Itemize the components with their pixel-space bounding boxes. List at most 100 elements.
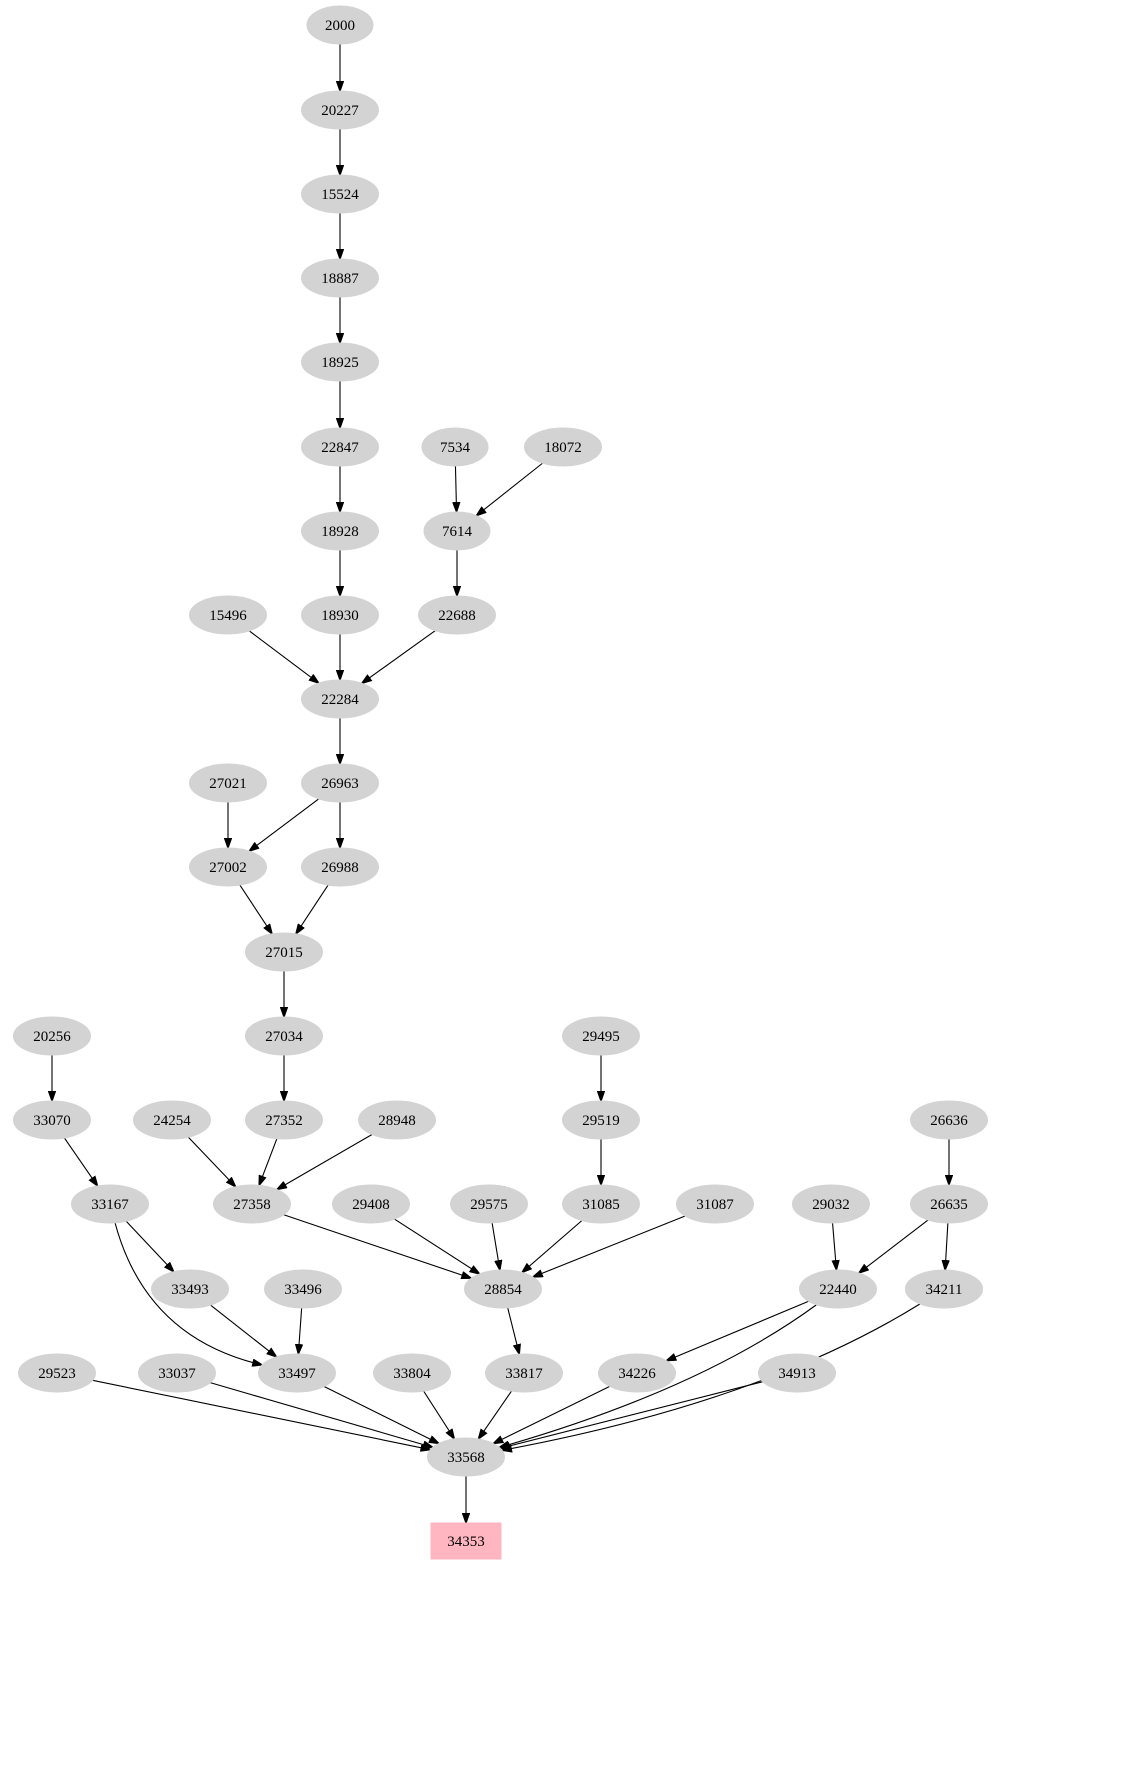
node-label: 22688: [438, 608, 476, 624]
graph-node-26963: 26963: [301, 763, 379, 803]
graph-node-33804: 33804: [373, 1353, 451, 1393]
node-label: 27358: [233, 1197, 271, 1213]
graph-node-34226: 34226: [598, 1353, 676, 1393]
graph-node-28854: 28854: [464, 1269, 542, 1309]
graph-edge-31087-28854: [533, 1215, 686, 1277]
graph-node-22688: 22688: [418, 595, 496, 635]
graph-edge-29408-28854: [394, 1218, 479, 1274]
node-ellipse-shape: [18, 1353, 96, 1393]
graph-edge-33167-33497: [114, 1222, 262, 1365]
graph-node-33493: 33493: [151, 1269, 229, 1309]
node-ellipse-shape: [373, 1353, 451, 1393]
graph-edge-24254-27358: [187, 1136, 235, 1187]
node-ellipse-shape: [189, 847, 267, 887]
graph-edge-18072-7614: [476, 462, 543, 516]
node-label: 34913: [778, 1366, 816, 1382]
node-box-shape: [430, 1522, 502, 1560]
node-label: 29408: [352, 1197, 390, 1213]
node-ellipse-shape: [245, 1100, 323, 1140]
node-label: 15496: [209, 608, 247, 624]
graph-node-18925: 18925: [301, 342, 379, 382]
graph-node-31087: 31087: [676, 1184, 754, 1224]
node-ellipse-shape: [464, 1269, 542, 1309]
node-ellipse-shape: [301, 342, 379, 382]
node-label: 31087: [696, 1197, 734, 1213]
node-label: 33804: [393, 1366, 431, 1382]
graph-node-27358: 27358: [213, 1184, 291, 1224]
graph-node-27002: 27002: [189, 847, 267, 887]
node-ellipse-shape: [189, 595, 267, 635]
graph-node-18930: 18930: [301, 595, 379, 635]
node-ellipse-shape: [562, 1184, 640, 1224]
graph-node-28948: 28948: [358, 1100, 436, 1140]
graph-node-29495: 29495: [562, 1016, 640, 1056]
graph-edge-29575-28854: [491, 1222, 500, 1270]
graph-edge-33493-33497: [210, 1304, 276, 1357]
node-label: 27002: [209, 860, 247, 876]
node-label: 27021: [209, 776, 247, 792]
graph-edge-29032-22440: [833, 1222, 837, 1270]
node-label: 29519: [582, 1113, 620, 1129]
graph-edge-31085-28854: [522, 1220, 583, 1273]
node-label: 34353: [447, 1534, 485, 1550]
graph-edge-22440-34226: [666, 1300, 809, 1360]
graph-node-34353: 34353: [430, 1522, 502, 1560]
graph-node-29523: 29523: [18, 1353, 96, 1393]
graph-edge-15496-22284: [248, 630, 319, 683]
node-label: 31085: [582, 1197, 620, 1213]
graph-edge-33804-33568: [423, 1390, 455, 1439]
node-ellipse-shape: [301, 258, 379, 298]
node-label: 34211: [926, 1282, 963, 1298]
graph-edge-26635-34211: [945, 1222, 948, 1270]
node-label: 28854: [484, 1282, 522, 1298]
node-ellipse-shape: [799, 1269, 877, 1309]
node-ellipse-shape: [258, 1353, 336, 1393]
node-label: 29523: [38, 1366, 76, 1382]
node-label: 33568: [447, 1450, 485, 1466]
node-ellipse-shape: [524, 427, 602, 467]
node-label: 18930: [321, 608, 359, 624]
node-ellipse-shape: [264, 1269, 342, 1309]
node-label: 34226: [618, 1366, 656, 1382]
node-label: 15524: [321, 187, 359, 203]
node-ellipse-shape: [905, 1269, 983, 1309]
graph-node-34211: 34211: [905, 1269, 983, 1309]
graph-edge-22440-33568: [499, 1304, 817, 1448]
node-ellipse-shape: [301, 174, 379, 214]
graph-node-15496: 15496: [189, 595, 267, 635]
graph-edge-33496-33497: [298, 1307, 301, 1354]
graph-node-7534: 7534: [421, 427, 489, 467]
graph-edge-26635-22440: [859, 1219, 929, 1273]
node-label: 18072: [544, 440, 582, 456]
node-label: 26635: [930, 1197, 968, 1213]
node-ellipse-shape: [13, 1016, 91, 1056]
node-ellipse-shape: [562, 1100, 640, 1140]
graph-node-18887: 18887: [301, 258, 379, 298]
node-ellipse-shape: [301, 679, 379, 719]
graph-node-27015: 27015: [245, 932, 323, 972]
node-ellipse-shape: [792, 1184, 870, 1224]
graph-node-33817: 33817: [485, 1353, 563, 1393]
node-label: 24254: [153, 1113, 191, 1129]
graph-edge-33037-33568: [210, 1382, 433, 1448]
graph-node-29575: 29575: [450, 1184, 528, 1224]
graph-node-18928: 18928: [301, 511, 379, 551]
node-label: 22847: [321, 440, 359, 456]
graph-node-24254: 24254: [133, 1100, 211, 1140]
node-layer: 2000 20227 15524 18887 18925 22847 7534 18072 18…: [13, 5, 988, 1560]
graph-node-22440: 22440: [799, 1269, 877, 1309]
graph-node-2000: 2000: [306, 5, 374, 45]
node-label: 33167: [91, 1197, 129, 1213]
graph-node-7614: 7614: [423, 511, 491, 551]
node-ellipse-shape: [71, 1184, 149, 1224]
node-label: 33037: [158, 1366, 196, 1382]
node-label: 29495: [582, 1029, 620, 1045]
node-ellipse-shape: [418, 595, 496, 635]
graph-edge-27002-27015: [239, 884, 272, 934]
node-ellipse-shape: [450, 1184, 528, 1224]
graph-node-29032: 29032: [792, 1184, 870, 1224]
graph-node-15524: 15524: [301, 174, 379, 214]
graph-edge-33167-33493: [125, 1220, 174, 1272]
graph-node-20227: 20227: [301, 90, 379, 130]
node-ellipse-shape: [358, 1100, 436, 1140]
